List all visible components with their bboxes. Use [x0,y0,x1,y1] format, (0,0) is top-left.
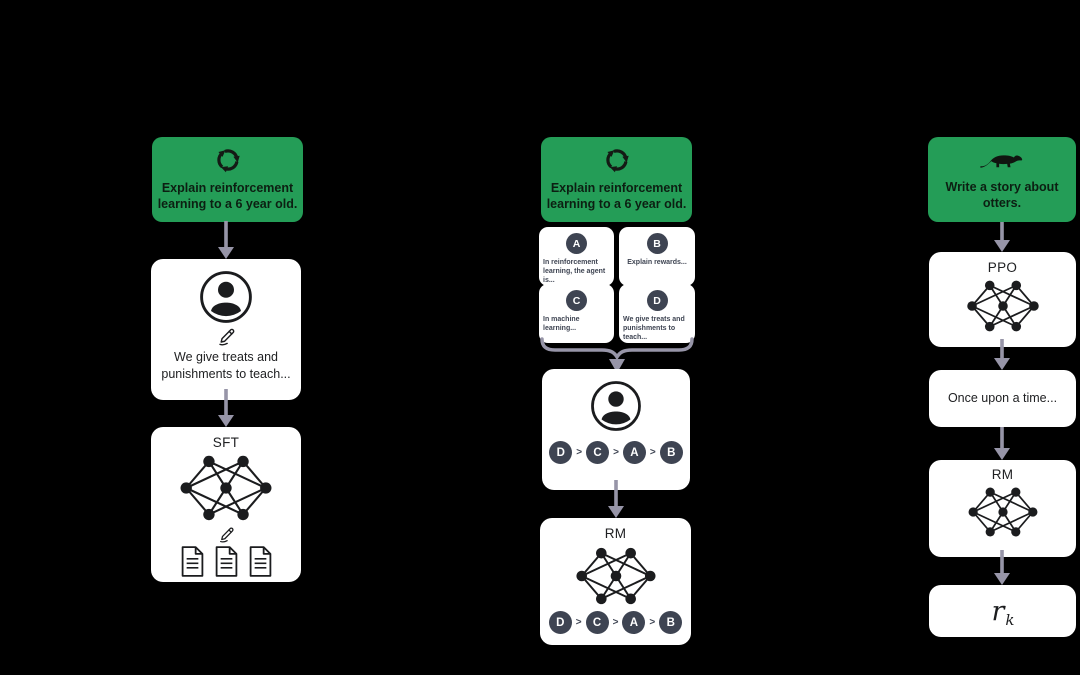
sft-label: SFT [212,435,240,450]
cycle-icon [216,149,240,173]
rank-badge: D [548,611,572,634]
answer-letter-badge: A [566,233,587,254]
ranking-row: D > C > A > B [549,441,683,464]
rank-badge: C [586,441,610,464]
greater-than: > [649,447,656,458]
step2-rm-model-box: RM D > C > A > B [540,518,691,645]
document-icon [181,546,203,577]
arrow-down-icon [994,427,1010,460]
step3-prompt-box: Write a story about otters. [928,137,1076,222]
network-icon [575,547,656,605]
answer-card-text: Explain rewards... [627,259,687,266]
person-icon [591,381,641,431]
step3-rm-model-box: RM [929,460,1076,557]
answer-card-text: We give treats and punishments to teach.… [623,316,685,342]
answer-letter-badge: B [646,233,668,254]
step1-sft-model-box: SFT [151,427,301,582]
arrow-down-icon [608,480,624,518]
rank-badge: A [622,611,646,634]
rank-badge: A [622,441,646,464]
person-icon [200,271,252,323]
step3-output-text: Once upon a time... [947,391,1058,406]
rank-badge: C [585,611,609,634]
arrow-down-icon [994,222,1010,252]
rm-label: RM [604,526,627,541]
step1-labeler-text: We give treats and punishments to teach.… [161,350,291,381]
arrow-down-icon [218,221,234,259]
brace-icon [540,337,694,373]
documents-row [179,545,274,578]
step3-ppo-model-box: PPO [929,252,1076,347]
greater-than: > [612,617,619,628]
greater-than: > [613,447,619,458]
reward-subscript: k [1005,611,1015,629]
rank-badge: D [549,441,573,464]
document-icon [249,546,271,577]
arrow-down-icon [994,550,1010,585]
network-icon [968,487,1037,537]
reward-symbol: r [991,595,1005,627]
greater-than: > [575,617,582,628]
answer-card-d: D We give treats and punishments to teac… [619,284,695,343]
otter-icon [980,155,1023,168]
answer-card-c: C In machine learning... [539,284,614,343]
step1-labeler-box: We give treats and punishments to teach.… [151,259,301,400]
answer-letter-badge: C [566,290,587,311]
arrow-down-icon [994,339,1010,370]
rank-badge: B [659,441,683,464]
rm-label: RM [991,467,1014,482]
greater-than: > [576,447,583,458]
step3-output-box: Once upon a time... [929,370,1076,427]
arrow-down-icon [218,389,234,427]
ppo-label: PPO [987,260,1018,275]
step2-labeler-ranking-box: D > C > A > B [542,369,690,490]
ranking-row: D > C > A > B [548,611,683,634]
pencil-icon [218,328,234,346]
network-icon [180,455,272,521]
greater-than: > [649,617,656,628]
answer-card-b: B Explain rewards... [619,227,695,286]
pencil-icon [219,527,234,543]
answer-letter-badge: D [646,290,668,311]
step2-prompt-box: Explain reinforcement learning to a 6 ye… [541,137,692,222]
step1-prompt-box: Explain reinforcement learning to a 6 ye… [152,137,303,222]
network-icon [966,280,1039,332]
step2-prompt-text: Explain reinforcement learning to a 6 ye… [546,180,687,211]
answer-card-text: In machine learning... [543,316,580,333]
answer-card-a: A In reinforcement learning, the agent i… [539,227,614,286]
cycle-icon [605,149,629,173]
step1-prompt-text: Explain reinforcement learning to a 6 ye… [157,180,298,211]
document-icon [215,546,237,577]
rank-badge: B [659,611,683,634]
answer-card-text: In reinforcement learning, the agent is.… [543,259,606,285]
step3-prompt-text: Write a story about otters. [945,179,1059,210]
